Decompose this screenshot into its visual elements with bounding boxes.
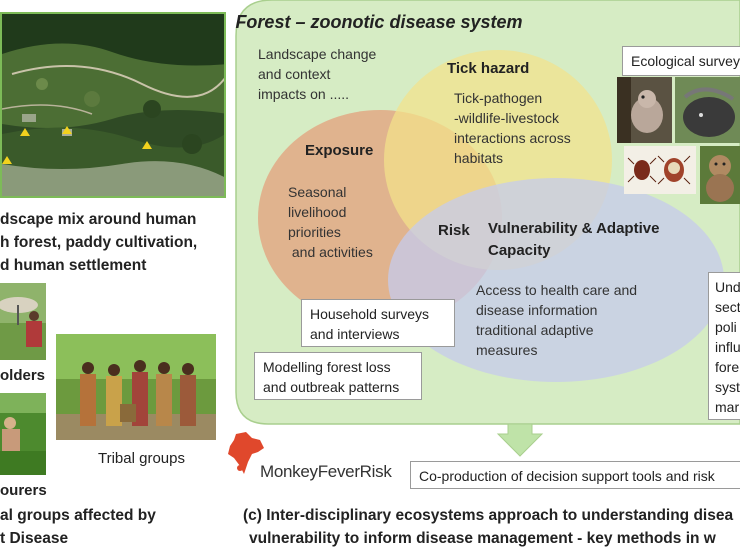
exposure-title: Exposure — [305, 142, 374, 159]
intro-line-3: impacts on ..... — [258, 86, 350, 102]
intro-line-2: and context — [258, 66, 331, 82]
monkey-image — [700, 146, 740, 204]
buffalo-photo — [675, 77, 740, 143]
smallholders-photo — [0, 283, 46, 360]
modelling-line-2: and outbreak patterns — [263, 379, 400, 395]
right-box-line-3: poli — [715, 319, 737, 335]
ticks-image — [624, 146, 696, 194]
right-box-line-5: fore — [715, 359, 740, 375]
tick-hazard-text: Tick-pathogen -wildlife-livestock intera… — [454, 88, 571, 168]
system-title: Forest – zoonotic disease system — [235, 12, 523, 32]
tribal-groups-photo — [56, 334, 216, 440]
vulnerability-line-3: traditional adaptive — [476, 322, 594, 338]
smallholders-label: olders — [0, 367, 46, 384]
vulnerability-line-4: measures — [476, 342, 538, 358]
bottom-caption-line-1: (c) Inter-disciplinary ecosystems approa… — [243, 507, 734, 524]
exposure-text: Seasonal livelihood priorities and activ… — [288, 182, 373, 262]
down-arrow — [496, 423, 544, 457]
bottom-caption: (c) Inter-disciplinary ecosystems approa… — [243, 504, 740, 550]
exposure-line-3: priorities — [288, 224, 341, 240]
exposure-line-2: livelihood — [288, 204, 347, 220]
india-map-logo-icon — [226, 432, 266, 476]
right-box-line-4: influ — [715, 339, 740, 355]
tick-line-2: -wildlife-livestock — [454, 110, 560, 126]
rodent-photo — [617, 77, 672, 143]
exposure-line-1: Seasonal — [288, 184, 347, 200]
labourers-image — [0, 393, 46, 475]
right-box-line-2: sect — [715, 299, 740, 315]
vulnerability-title-line-1: Vulnerability & Adaptive — [488, 220, 660, 237]
exposure-line-4: and activities — [288, 244, 373, 260]
modelling-box: Modelling forest loss and outbreak patte… — [254, 352, 422, 400]
landscape-change-text: Landscape change and context impacts on … — [258, 44, 376, 104]
vulnerability-line-2: disease information — [476, 302, 598, 318]
risk-label: Risk — [438, 222, 470, 239]
right-cut-box: Und sect poli influ fore syst mar — [708, 272, 740, 420]
right-box-line-1: Und — [715, 279, 740, 295]
brand-logo: MonkeyFeverRisk — [260, 462, 392, 481]
right-box-line-7: mar — [715, 399, 740, 415]
india-map-icon — [228, 432, 264, 474]
landscape-caption-line-2: h forest, paddy cultivation, — [0, 234, 198, 251]
landscape-caption-line-1: dscape mix around human — [0, 211, 197, 228]
labourers-label: ourers — [0, 482, 47, 499]
vulnerability-text: Access to health care and disease inform… — [476, 280, 637, 360]
tick-line-4: habitats — [454, 150, 504, 166]
right-box-line-6: syst — [715, 379, 740, 395]
affected-groups-caption-line-2: t Disease — [0, 530, 69, 547]
tick-line-3: interactions across — [454, 130, 571, 146]
household-surveys-box: Household surveys and interviews — [301, 299, 455, 347]
tribal-groups-label: Tribal groups — [98, 450, 185, 467]
tribal-groups-image — [56, 334, 216, 440]
smallholders-image — [0, 283, 46, 360]
vulnerability-line-1: Access to health care and — [476, 282, 638, 298]
landscape-caption-line-3: d human settlement — [0, 257, 147, 274]
tick-hazard-title: Tick hazard — [447, 60, 530, 77]
tick-line-1: Tick-pathogen — [454, 90, 543, 106]
rodent-image — [617, 77, 672, 143]
landscape-caption: dscape mix around human h forest, paddy … — [0, 208, 230, 277]
bottom-caption-line-2: vulnerability to inform disease manageme… — [249, 530, 716, 547]
labourers-photo — [0, 393, 46, 475]
vulnerability-title-line-2: Capacity — [488, 242, 551, 259]
vulnerability-title: Vulnerability & Adaptive Capacity — [488, 218, 659, 262]
landscape-satellite-photo — [0, 12, 226, 198]
intro-line-1: Landscape change — [258, 46, 377, 62]
landscape-satellite-image — [2, 14, 224, 196]
vulnerability-circle — [388, 178, 724, 382]
coproduction-box: Co-production of decision support tools … — [410, 461, 740, 489]
monkey-photo — [700, 146, 740, 204]
household-line-1: Household surveys — [310, 306, 430, 322]
ticks-photo — [624, 146, 696, 194]
buffalo-image — [675, 77, 740, 143]
affected-groups-caption: al groups affected by t Disease — [0, 504, 230, 550]
ecological-surveys-box: Ecological surveys — [622, 46, 740, 76]
household-line-2: and interviews — [310, 326, 400, 342]
affected-groups-caption-line-1: al groups affected by — [0, 507, 156, 524]
modelling-line-1: Modelling forest loss — [263, 359, 391, 375]
